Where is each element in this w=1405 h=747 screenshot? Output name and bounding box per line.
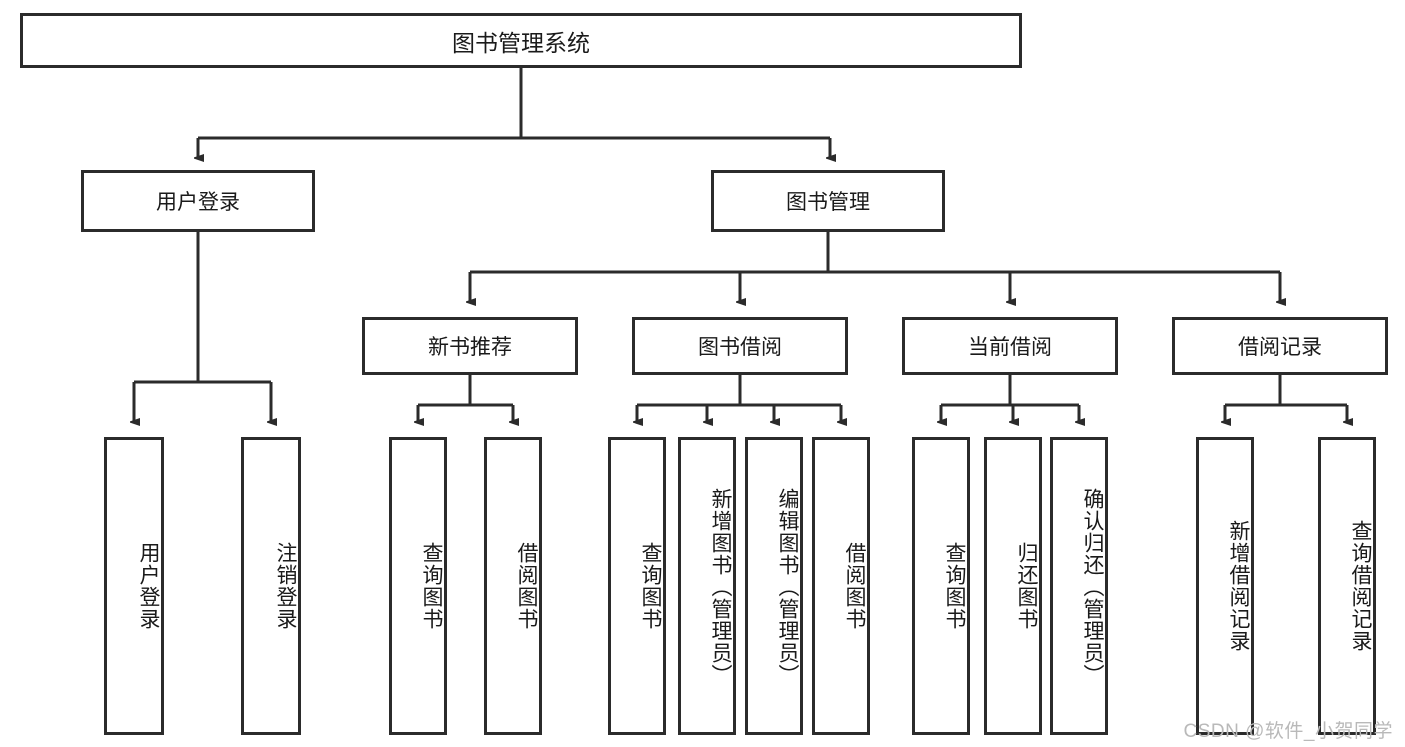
node-leaf-query-book-3[interactable]: 查询图书 <box>912 437 970 735</box>
node-leaf-query-book-1-label: 查询图书 <box>420 542 443 630</box>
node-leaf-borrow-book-2-label: 借阅图书 <box>843 542 866 630</box>
node-leaf-edit-book[interactable]: 编辑图书（管理员） <box>745 437 803 735</box>
node-leaf-user-login[interactable]: 用户登录 <box>104 437 164 735</box>
watermark: CSDN @软件_小贺同学 <box>1183 721 1393 742</box>
node-leaf-add-record[interactable]: 新增借阅记录 <box>1196 437 1254 735</box>
node-leaf-user-logout[interactable]: 注销登录 <box>241 437 301 735</box>
node-new-book-rec-label: 新书推荐 <box>428 336 512 359</box>
node-leaf-add-book[interactable]: 新增图书（管理员） <box>678 437 736 735</box>
node-book-manage[interactable]: 图书管理 <box>711 170 945 232</box>
node-user-login-label: 用户登录 <box>156 191 240 214</box>
node-leaf-return-book-label: 归还图书 <box>1015 542 1038 630</box>
node-new-book-rec[interactable]: 新书推荐 <box>362 317 578 375</box>
node-leaf-query-book-1[interactable]: 查询图书 <box>389 437 447 735</box>
node-leaf-return-book[interactable]: 归还图书 <box>984 437 1042 735</box>
node-borrow-record-label: 借阅记录 <box>1238 336 1322 359</box>
node-book-borrow[interactable]: 图书借阅 <box>632 317 848 375</box>
node-root[interactable]: 图书管理系统 <box>20 13 1022 68</box>
node-leaf-query-book-2[interactable]: 查询图书 <box>608 437 666 735</box>
node-leaf-user-login-label: 用户登录 <box>137 542 160 630</box>
node-user-login[interactable]: 用户登录 <box>81 170 315 232</box>
node-leaf-query-book-2-label: 查询图书 <box>639 542 662 630</box>
node-leaf-borrow-book-1[interactable]: 借阅图书 <box>484 437 542 735</box>
node-current-borrow[interactable]: 当前借阅 <box>902 317 1118 375</box>
node-leaf-borrow-book-1-label: 借阅图书 <box>515 542 538 630</box>
node-leaf-user-logout-label: 注销登录 <box>274 542 297 630</box>
node-leaf-confirm-return-label: 确认归还（管理员） <box>1081 488 1104 686</box>
node-borrow-record[interactable]: 借阅记录 <box>1172 317 1388 375</box>
node-leaf-query-book-3-label: 查询图书 <box>943 542 966 630</box>
node-leaf-add-record-label: 新增借阅记录 <box>1227 520 1250 652</box>
node-book-borrow-label: 图书借阅 <box>698 336 782 359</box>
node-leaf-add-book-label: 新增图书（管理员） <box>709 488 732 686</box>
node-leaf-borrow-book-2[interactable]: 借阅图书 <box>812 437 870 735</box>
node-current-borrow-label: 当前借阅 <box>968 336 1052 359</box>
node-leaf-confirm-return[interactable]: 确认归还（管理员） <box>1050 437 1108 735</box>
node-leaf-edit-book-label: 编辑图书（管理员） <box>776 488 799 686</box>
node-root-label: 图书管理系统 <box>452 29 590 56</box>
node-leaf-query-record-label: 查询借阅记录 <box>1349 520 1372 652</box>
node-leaf-query-record[interactable]: 查询借阅记录 <box>1318 437 1376 735</box>
node-book-manage-label: 图书管理 <box>786 191 870 214</box>
